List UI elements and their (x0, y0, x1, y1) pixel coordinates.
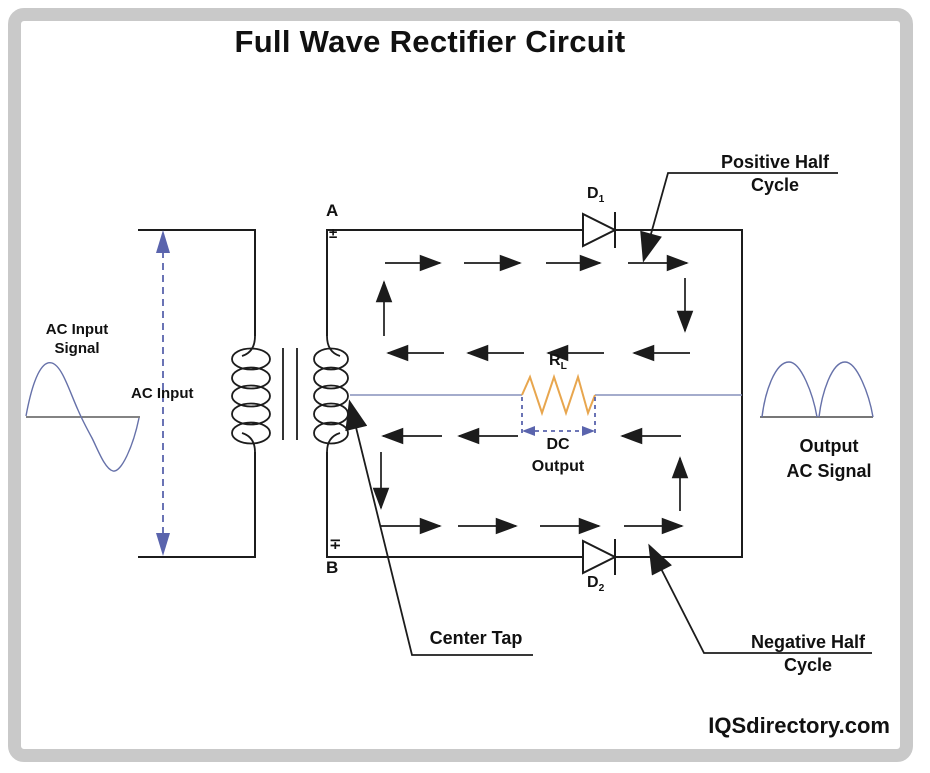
transformer-core (282, 348, 298, 440)
current-flow-arrows-positive (375, 254, 694, 362)
diode-d1 (582, 212, 618, 248)
diode2-label: D2 (587, 574, 604, 594)
node-b-label: B (326, 558, 339, 577)
load-resistor-label: RL (549, 352, 567, 372)
primary-circuit-wires (138, 229, 256, 558)
ac-measure-dimension (156, 230, 170, 556)
leader-negative-half (648, 543, 872, 654)
polarity-top-symbol: ± (329, 225, 338, 242)
positive-half-line2: Cycle (750, 175, 800, 195)
dc-output-line1: DC (546, 436, 570, 453)
positive-half-line1: Positive Half (720, 152, 830, 172)
ac-input-signal-line2: Signal (54, 340, 100, 357)
diode-d2 (582, 539, 618, 575)
secondary-circuit-wires (326, 229, 743, 558)
output-waveform (760, 361, 874, 418)
negative-half-line1: Negative Half (750, 632, 866, 652)
transformer-primary-coil (231, 335, 271, 453)
current-flow-arrows-negative (372, 427, 689, 535)
diode2-sub: 2 (598, 583, 605, 595)
load-resistor (521, 373, 596, 417)
polarity-bottom-symbol: ∓ (329, 536, 342, 553)
arrow-down-icon (156, 533, 170, 556)
ac-input-signal-label: AC Input Signal (17, 320, 137, 358)
arrow-right-icon (582, 426, 595, 436)
arrow-left-icon (522, 426, 535, 436)
output-signal-line2: AC Signal (786, 461, 872, 481)
resistor-base: R (549, 352, 561, 369)
diode2-base: D (587, 574, 599, 591)
positive-half-cycle-label: Positive Half Cycle (665, 151, 885, 197)
transformer (231, 335, 349, 453)
center-tap-label: Center Tap (429, 628, 523, 648)
diode1-base: D (587, 185, 599, 202)
output-signal-line1: Output (799, 436, 859, 456)
outer-border (8, 8, 913, 762)
node-a-label: A (326, 201, 339, 220)
ac-input-signal-line1: AC Input (45, 321, 109, 338)
ac-input-label: AC Input (131, 385, 194, 402)
leader-positive-half (640, 172, 838, 263)
diode1-sub: 1 (598, 194, 605, 206)
dc-output-line2: Output (531, 458, 585, 475)
dc-output-label: DC Output (508, 434, 608, 478)
branding-watermark: IQSdirectory.com (708, 713, 890, 738)
transformer-secondary-coil (313, 335, 349, 453)
page-title: Full Wave Rectifier Circuit (234, 24, 626, 59)
negative-half-cycle-label: Negative Half Cycle (698, 631, 918, 677)
diode1-label: D1 (587, 185, 604, 205)
output-signal-label: Output AC Signal (769, 434, 889, 484)
negative-half-line2: Cycle (783, 655, 833, 675)
arrow-up-icon (156, 230, 170, 253)
leader-center-tap (345, 399, 533, 656)
resistor-sub: L (560, 361, 567, 373)
ac-input-waveform (25, 362, 140, 472)
dc-output-dimension (521, 397, 596, 436)
